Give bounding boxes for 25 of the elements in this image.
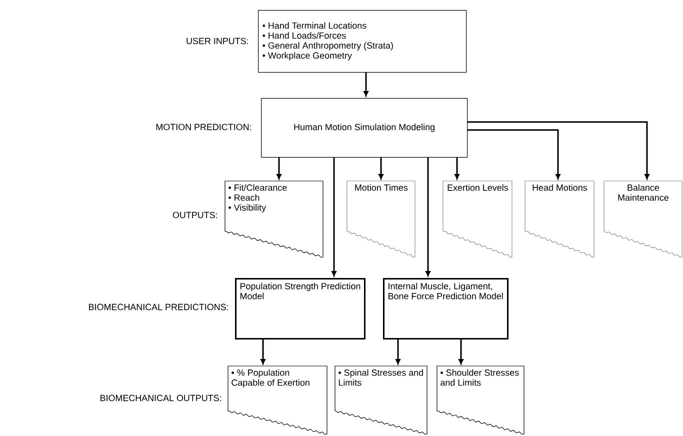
output-document: Head Motions bbox=[524, 180, 594, 258]
row-label: MOTION PREDICTION: bbox=[156, 124, 251, 130]
row-label: USER INPUTS: bbox=[186, 38, 248, 44]
arrow bbox=[276, 158, 282, 180]
output-document: • % Population Capable of Exertion bbox=[228, 366, 328, 435]
process-box: • Hand Terminal Locations • Hand Loads/Forces • General Anthropometry (Strata) • Workplace Geometry bbox=[258, 10, 467, 73]
output-document: • Spinal Stresses and Limits bbox=[334, 366, 428, 435]
output-document: Balance Maintenance bbox=[604, 180, 682, 258]
arrow bbox=[426, 158, 430, 276]
output-document: Motion Times bbox=[346, 180, 416, 258]
arrow bbox=[378, 158, 384, 180]
arrow bbox=[260, 340, 266, 364]
arrow bbox=[458, 340, 464, 364]
output-document: • Fit/Clearance • Reach • Visibility bbox=[224, 180, 324, 258]
arrow bbox=[396, 340, 400, 364]
arrow bbox=[468, 129, 560, 180]
model-box: Population Strength Prediction Model bbox=[235, 278, 366, 340]
output-document: • Shoulder Stresses and Limits bbox=[436, 366, 524, 435]
arrow bbox=[454, 158, 460, 180]
model-box: Internal Muscle, Ligament, Bone Force Prediction Model bbox=[383, 278, 508, 340]
arrow bbox=[364, 72, 368, 96]
arrow bbox=[332, 158, 336, 276]
output-document: Exertion Levels bbox=[442, 180, 512, 258]
process-box: Human Motion Simulation Modeling bbox=[261, 98, 468, 158]
arrow bbox=[468, 121, 650, 180]
